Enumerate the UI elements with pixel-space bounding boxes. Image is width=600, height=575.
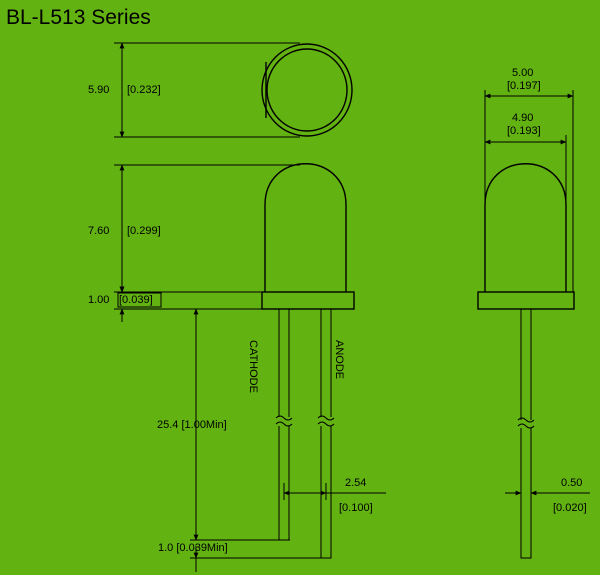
side-view-right: 5.00 [0.197] 4.90 [0.193] 0.50 [0.020] [477, 67, 590, 559]
top-view: 5.90 [0.232] [88, 42, 353, 138]
led-dome-right [484, 163, 567, 292]
cathode-lead [275, 309, 293, 541]
dim-pitch-mm: 2.54 [345, 477, 366, 489]
lens-outer-circle [261, 43, 353, 137]
anode-lead [317, 309, 335, 559]
lead-right [517, 309, 535, 559]
dim-pitch-in: [0.100] [339, 502, 373, 514]
dim-lead-length: 25.4 [1.00Min] [157, 419, 227, 431]
dim-flange-width-mm: 5.00 [512, 67, 533, 79]
anode-label: ANODE [333, 340, 345, 379]
led-flange [261, 291, 355, 310]
side-view-left: CATHODE ANODE 7.60 [0.299] 1.00 [0.039] … [88, 163, 386, 572]
drawing-title: BL-L513 Series [6, 6, 151, 29]
led-dome [264, 163, 347, 292]
dim-diameter-mm: 5.90 [88, 84, 109, 96]
dim-dome-height-in: [0.299] [127, 225, 161, 237]
dim-dome-width-in: [0.193] [507, 125, 541, 137]
dim-dome-width-mm: 4.90 [512, 112, 533, 124]
dim-flange-mm: 1.00 [88, 294, 109, 306]
dim-dome-height-mm: 7.60 [88, 225, 109, 237]
dim-flange-width-in: [0.197] [507, 80, 541, 92]
dim-lead-width-in: [0.020] [553, 502, 587, 514]
lens-inner-circle [266, 48, 348, 132]
dim-lead-width-mm: 0.50 [561, 477, 582, 489]
dim-flange-in: [0.039] [119, 294, 153, 306]
flange-label-box [117, 292, 162, 308]
dim-diameter-in: [0.232] [127, 84, 161, 96]
led-flange-right [477, 291, 575, 310]
dim-lead-offset: 1.0 [0.039Min] [158, 542, 228, 554]
cathode-label: CATHODE [247, 340, 259, 393]
